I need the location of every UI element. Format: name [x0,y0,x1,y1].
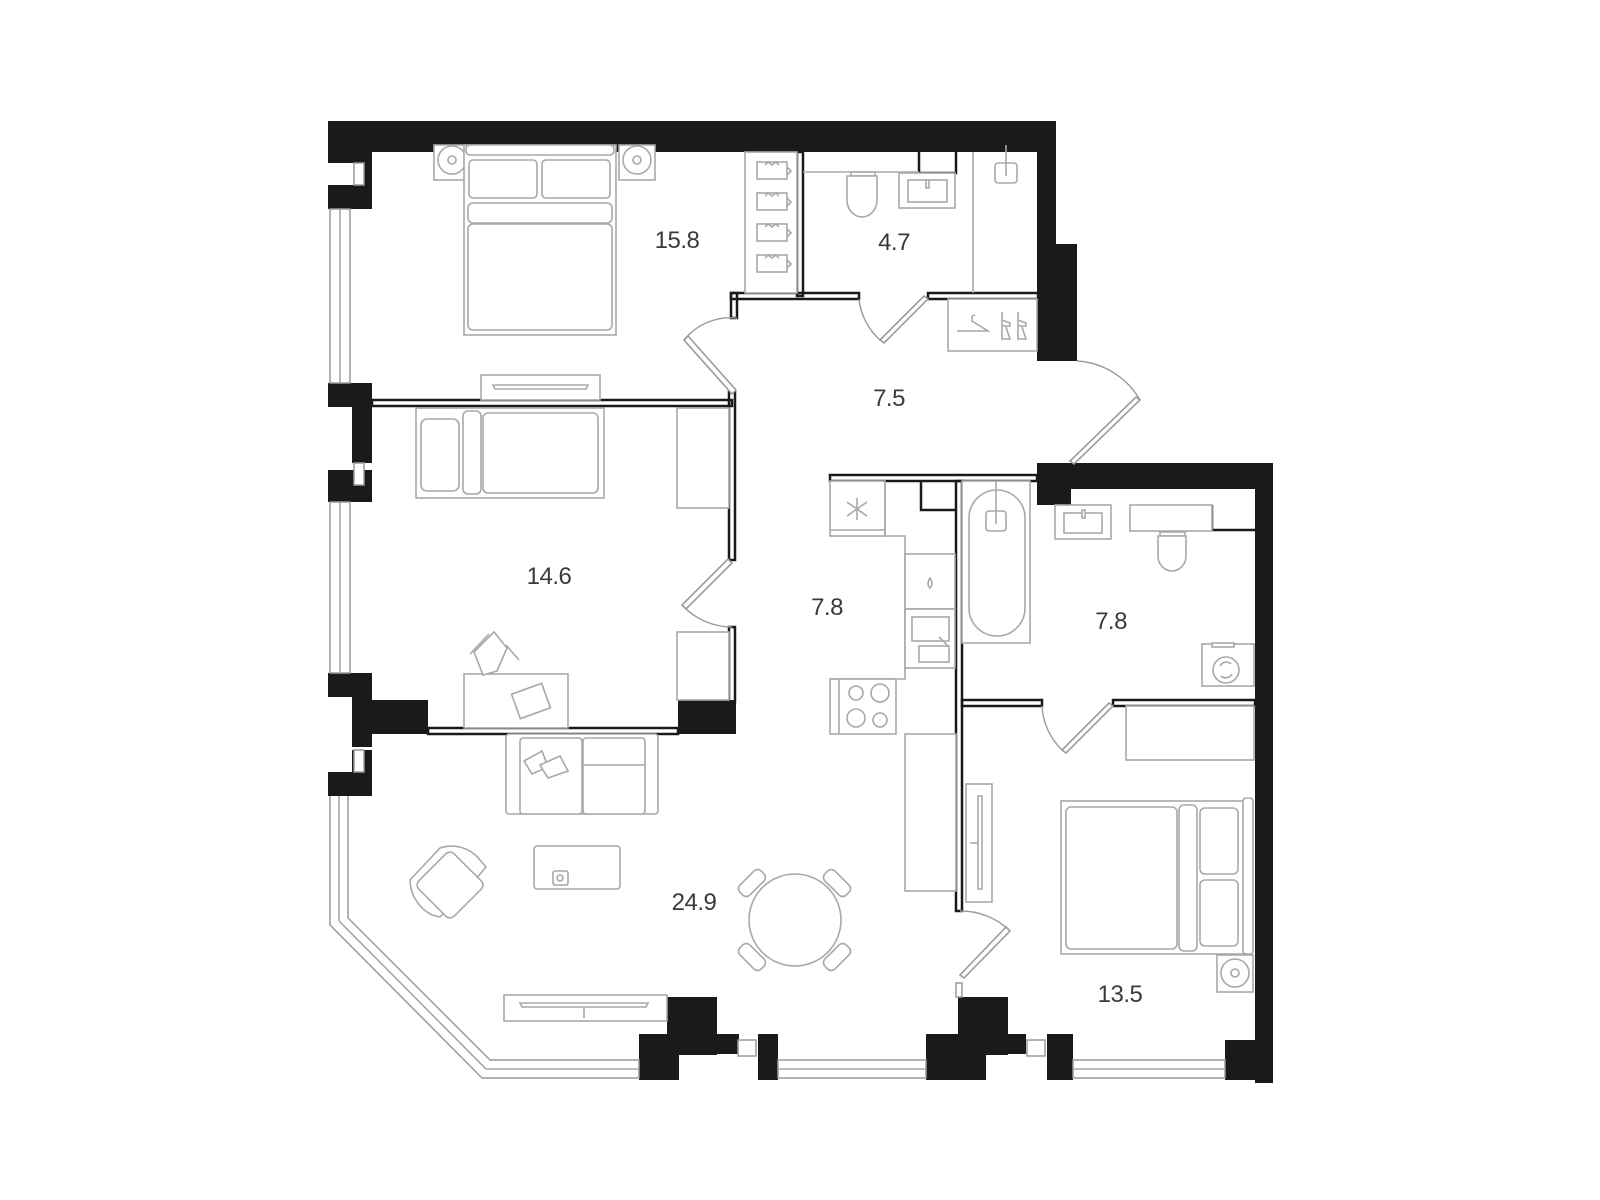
room-area-wc: 4.7 [878,229,910,256]
room-area-bedroom-3: 13.5 [1097,981,1143,1008]
wc-furniture [803,145,1038,352]
living-furniture [409,733,852,1022]
interior-walls [370,150,1257,998]
doors [680,294,1142,980]
bedroom-2-furniture [415,407,730,729]
room-area-bedroom-1: 15.8 [654,227,700,254]
bedroom-3-furniture [965,705,1255,993]
exterior-walls [328,121,1273,1083]
room-area-living: 24.9 [671,889,717,916]
kitchen-furniture [829,480,957,892]
room-area-kitchen: 7.8 [811,594,843,621]
room-area-hallway: 7.5 [873,385,905,412]
room-area-bedroom-2: 14.6 [526,563,572,590]
windows [329,162,1226,1079]
bedroom-1-furniture [433,144,798,401]
room-area-bathroom: 7.8 [1095,608,1127,635]
bathroom-furniture [961,480,1255,687]
